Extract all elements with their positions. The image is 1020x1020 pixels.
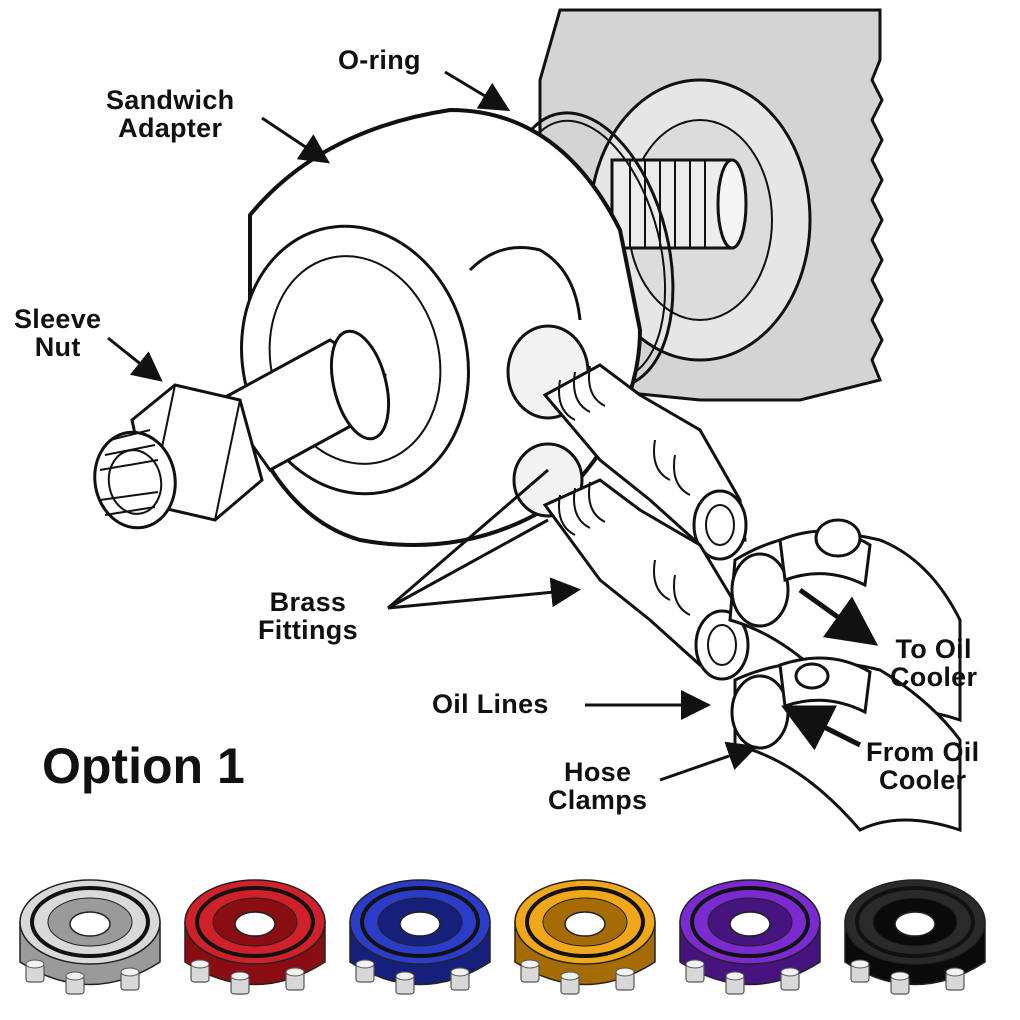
color-variants-row — [19, 879, 986, 995]
label-hose-clamps: Hose Clamps — [548, 758, 647, 814]
variant-blue-adapter — [349, 879, 491, 995]
leader-arrows — [107, 70, 758, 782]
label-sandwich-adapter: Sandwich Adapter — [106, 86, 234, 142]
label-to-oil-line1: To Oil — [895, 634, 972, 664]
label-sleeve-line2: Nut — [34, 332, 81, 362]
variant-purple-adapter — [679, 879, 821, 995]
variant-gold-adapter — [514, 879, 656, 995]
brass-fitting-lower — [542, 478, 750, 681]
label-to-oil-line2: Cooler — [890, 662, 978, 692]
option-title: Option 1 — [42, 738, 245, 794]
variant-red-adapter — [184, 879, 326, 995]
oil-lines — [728, 518, 962, 833]
label-brass-line1: Brass — [269, 587, 347, 617]
label-oil-lines: Oil Lines — [432, 689, 549, 719]
label-sandwich-line2: Adapter — [118, 113, 223, 143]
label-to-oil-cooler: To Oil Cooler — [890, 635, 977, 691]
label-from-oil-line1: From Oil — [866, 737, 980, 767]
label-from-oil-cooler: From Oil Cooler — [866, 738, 979, 794]
sandwich-adapter — [240, 107, 643, 547]
label-from-oil-line2: Cooler — [879, 765, 967, 795]
label-brass-line2: Fittings — [258, 615, 358, 645]
brass-fitting-upper — [542, 363, 748, 561]
label-sleeve-line1: Sleeve — [14, 304, 102, 334]
label-sandwich-line1: Sandwich — [106, 85, 235, 115]
variant-black-adapter — [844, 879, 986, 995]
label-hose-line2: Clamps — [548, 785, 648, 815]
label-brass-fittings: Brass Fittings — [258, 588, 358, 644]
label-o-ring: O-ring — [338, 45, 421, 75]
engine-stud — [610, 158, 748, 250]
label-hose-line1: Hose — [564, 757, 632, 787]
variant-silver-adapter — [19, 879, 161, 995]
sleeve-nut — [93, 329, 391, 530]
label-sleeve-nut: Sleeve Nut — [14, 305, 101, 361]
